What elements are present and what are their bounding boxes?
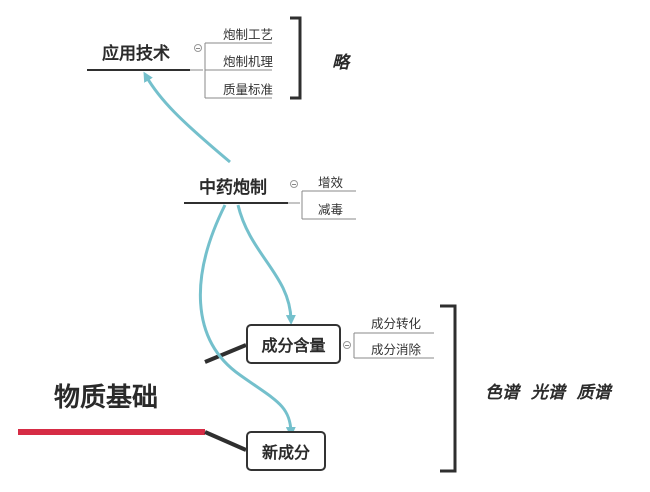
leaf-component-transform[interactable]: 成分转化 [371,316,422,331]
root-to-content-connector [204,343,247,364]
processing-topic[interactable]: 中药炮制 [199,178,267,198]
leaf-reduce-toxicity[interactable]: 减毒 [318,202,344,217]
root-topic[interactable]: 物质基础 [54,383,159,413]
arrow-processing-to-applied-tech [143,71,231,164]
collapse-icon[interactable] [290,180,298,188]
collapse-icon[interactable] [343,341,351,349]
content-leaf-lines [353,332,434,359]
arrow-processing-to-new-component [198,204,296,437]
applied-tech-topic[interactable]: 应用技术 [102,44,170,64]
applied-tech-leaf-lines [190,42,272,99]
applied-tech-bracket [290,16,302,100]
new-component-node[interactable]: 新成分 [246,431,326,471]
applied-tech-note: 略 [332,53,349,73]
processing-leaf-lines [288,190,356,220]
collapse-icon[interactable] [194,44,202,52]
leaf-enhance-effect[interactable]: 增效 [318,175,344,190]
arrow-processing-to-content [236,204,296,325]
content-node[interactable]: 成分含量 [246,324,341,364]
leaf-quality-standard[interactable]: 质量标准 [223,82,274,97]
root-to-new-component-connector [204,430,247,452]
content-bracket [440,304,457,473]
leaf-processing-craft[interactable]: 炮制工艺 [223,27,274,42]
leaf-processing-mechanism[interactable]: 炮制机理 [223,54,274,69]
leaf-component-elimination[interactable]: 成分消除 [371,342,422,357]
bracket-note: 色谱 光谱 质谱 [485,383,611,403]
